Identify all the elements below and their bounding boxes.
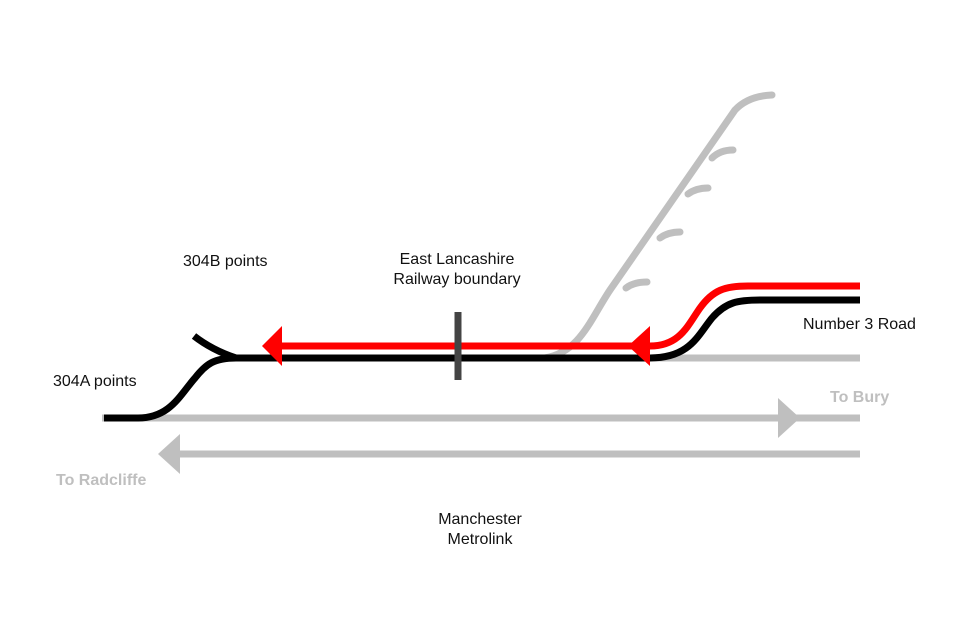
grey-sidings <box>541 91 776 362</box>
304b-points-spur <box>191 333 238 362</box>
sidings-main-curve <box>541 91 776 362</box>
label-304a-points: 304A points <box>53 373 137 390</box>
label-boundary-line2: Railway boundary <box>393 271 520 288</box>
route-arrow-left-icon <box>262 326 282 366</box>
siding-branch-2 <box>684 184 712 198</box>
siding-branch-4 <box>622 278 651 292</box>
siding-branch-3 <box>656 228 684 242</box>
label-number3-road: Number 3 Road <box>803 316 916 333</box>
active-route-curve <box>649 282 860 350</box>
label-metrolink-line2: Metrolink <box>448 531 514 548</box>
route-arrow-mid-icon <box>628 326 650 366</box>
label-to-bury: To Bury <box>830 389 889 406</box>
label-to-radcliffe: To Radcliffe <box>56 472 146 489</box>
to-bury-arrow-icon <box>778 398 800 438</box>
to-radcliffe-arrow-icon <box>158 434 180 474</box>
siding-branch-1 <box>708 146 737 162</box>
label-metrolink-line1: Manchester <box>438 511 522 528</box>
label-304b-points: 304B points <box>183 253 268 270</box>
label-boundary-line1: East Lancashire <box>400 251 515 268</box>
active-route <box>280 282 860 350</box>
